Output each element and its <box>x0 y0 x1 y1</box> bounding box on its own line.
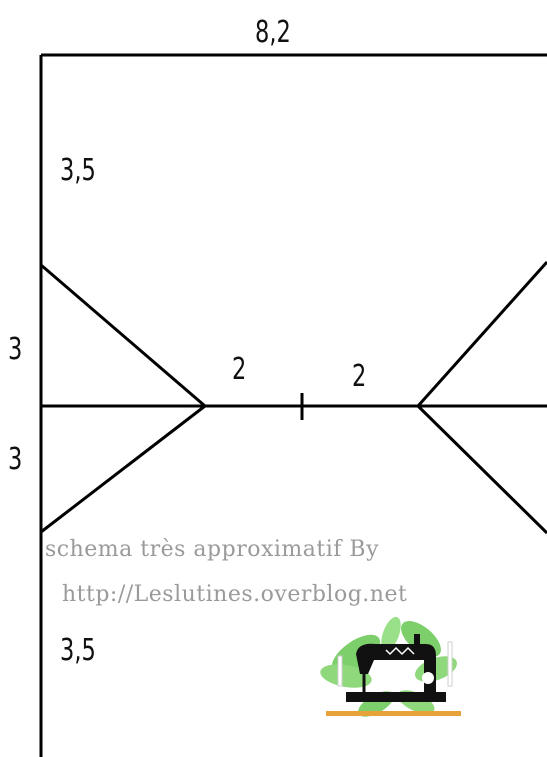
left-fold-lower <box>40 404 206 534</box>
label-top-width: 8,2 <box>255 15 291 50</box>
label-top-height: 3,5 <box>60 153 96 188</box>
label-left-upper: 3 <box>8 332 23 367</box>
watermark-line2: http://Leslutines.overblog.net <box>62 582 408 607</box>
watermark-line1: schema très approximatif By <box>45 537 380 562</box>
right-fold-upper <box>416 260 547 408</box>
label-bottom-height: 3,5 <box>60 633 96 668</box>
right-fold-lower <box>416 404 547 535</box>
label-center-left: 2 <box>232 352 247 387</box>
left-fold-upper <box>40 263 206 408</box>
label-center-right: 2 <box>352 359 367 394</box>
sewing-machine-icon <box>316 614 466 724</box>
label-left-lower: 3 <box>8 442 23 477</box>
